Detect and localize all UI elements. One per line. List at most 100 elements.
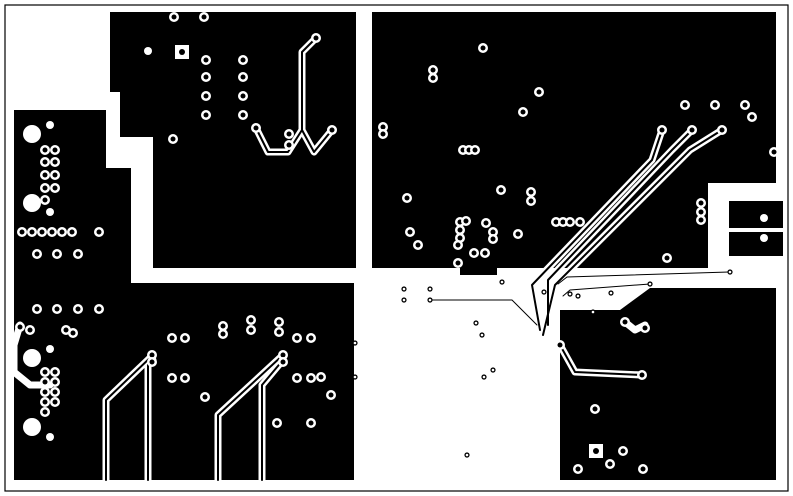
mounting-hole	[46, 345, 54, 353]
copper-pour-top-right	[372, 12, 776, 275]
via-hole	[52, 379, 58, 385]
via-hole	[428, 287, 432, 291]
via-hole	[42, 197, 48, 203]
via-hole	[182, 335, 188, 341]
via-hole	[149, 352, 155, 358]
via-hole	[34, 251, 40, 257]
via-hole	[69, 229, 75, 235]
via-hole	[728, 270, 732, 274]
via-hole	[567, 219, 573, 225]
via-hole	[169, 335, 175, 341]
via-hole	[465, 453, 469, 457]
mounting-hole	[23, 125, 41, 143]
via-hole	[620, 448, 626, 454]
via-hole	[201, 14, 207, 20]
via-hole	[308, 375, 314, 381]
via-hole	[749, 114, 755, 120]
via-hole	[42, 379, 48, 385]
via-hole	[457, 227, 463, 233]
via-hole	[171, 14, 177, 20]
via-hole	[54, 306, 60, 312]
via-hole	[29, 229, 35, 235]
via-hole	[500, 280, 504, 284]
via-hole	[75, 306, 81, 312]
copper-pour-bottom-right	[560, 288, 776, 480]
via-hole	[491, 368, 495, 372]
via-hole	[490, 236, 496, 242]
via-hole	[568, 292, 572, 296]
via-hole	[712, 102, 718, 108]
via-hole	[353, 341, 357, 345]
via-hole	[480, 45, 486, 51]
via-hole	[520, 109, 526, 115]
via-hole	[591, 310, 595, 314]
mounting-hole	[46, 433, 54, 441]
via-hole	[63, 327, 69, 333]
via-hole	[276, 319, 282, 325]
via-hole	[698, 209, 704, 215]
via-hole	[203, 57, 209, 63]
via-hole	[286, 131, 292, 137]
via-hole	[294, 375, 300, 381]
via-hole	[52, 399, 58, 405]
via-hole	[253, 125, 259, 131]
via-hole	[294, 335, 300, 341]
via-hole	[380, 131, 386, 137]
copper-pours	[14, 12, 783, 480]
via-hole	[52, 369, 58, 375]
via-hole	[17, 324, 23, 330]
via-hole	[70, 330, 76, 336]
mounting-hole	[144, 47, 152, 55]
via-hole	[771, 149, 777, 155]
mounting-hole	[23, 418, 41, 436]
via-hole	[42, 185, 48, 191]
copper-pour-left	[14, 110, 354, 480]
via-hole	[203, 112, 209, 118]
via-hole	[170, 136, 176, 142]
via-hole	[353, 375, 357, 379]
via-hole	[52, 172, 58, 178]
via-hole	[639, 372, 645, 378]
vias	[15, 12, 779, 474]
via-hole	[428, 298, 432, 302]
via-hole	[498, 187, 504, 193]
mounting-hole	[23, 194, 41, 212]
via-hole	[42, 369, 48, 375]
via-hole	[42, 159, 48, 165]
via-hole	[515, 231, 521, 237]
via-hole	[576, 294, 580, 298]
via-hole	[719, 127, 725, 133]
via-hole	[471, 250, 477, 256]
via-hole	[19, 229, 25, 235]
via-hole	[463, 218, 469, 224]
board-outline	[4, 4, 789, 492]
via-hole	[52, 185, 58, 191]
mounting-hole	[760, 234, 768, 242]
via-hole	[407, 229, 413, 235]
via-hole	[240, 57, 246, 63]
copper-pad-right-1	[729, 201, 783, 228]
via-hole	[96, 306, 102, 312]
via-hole	[490, 229, 496, 235]
via-hole	[149, 359, 155, 365]
square-pad-hole	[179, 49, 185, 55]
via-hole	[42, 389, 48, 395]
via-hole	[380, 124, 386, 130]
via-hole	[220, 323, 226, 329]
via-hole	[698, 200, 704, 206]
via-hole	[34, 306, 40, 312]
via-hole	[318, 374, 324, 380]
via-hole	[455, 260, 461, 266]
via-hole	[54, 251, 60, 257]
via-hole	[59, 229, 65, 235]
via-hole	[622, 319, 628, 325]
via-hole	[276, 329, 282, 335]
copper-pour-top-center	[110, 12, 356, 268]
via-hole	[248, 317, 254, 323]
via-hole	[240, 93, 246, 99]
traces	[10, 34, 730, 484]
via-hole	[659, 127, 665, 133]
via-hole	[248, 327, 254, 333]
via-hole	[182, 375, 188, 381]
via-hole	[220, 331, 226, 337]
